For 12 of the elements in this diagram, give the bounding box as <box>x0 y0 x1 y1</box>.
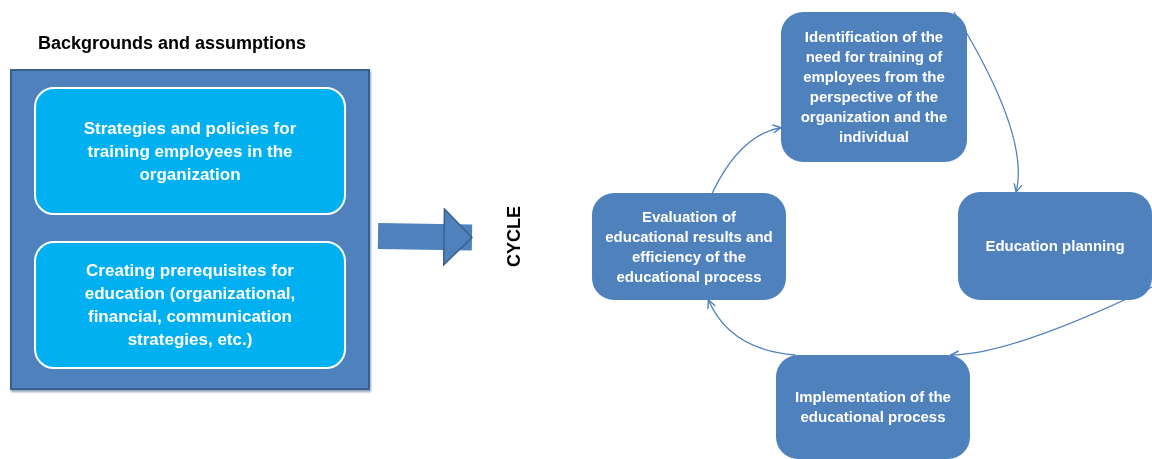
rounded-box: Creating prerequisites for education (organizational, financial, communication strategies, etc.) <box>34 241 346 369</box>
curved-arrow <box>711 124 782 194</box>
process-box: Evaluation of educational results and efficiency of the educational process <box>592 193 786 300</box>
rounded-box: Strategies and policies for training employees in the organization <box>34 87 346 215</box>
process-box: Implementation of the educational process <box>776 355 970 459</box>
process-box: Education planning <box>958 192 1152 300</box>
curved-arrow <box>953 11 1023 193</box>
curved-arrow <box>707 299 797 356</box>
panel-heading: Backgrounds and assumptions <box>38 33 307 54</box>
vertical-label: CYCLE <box>500 200 528 272</box>
block-arrow <box>377 208 473 266</box>
process-box: Identification of the need for training of employees from the perspective of the organization and the individual <box>781 12 967 162</box>
